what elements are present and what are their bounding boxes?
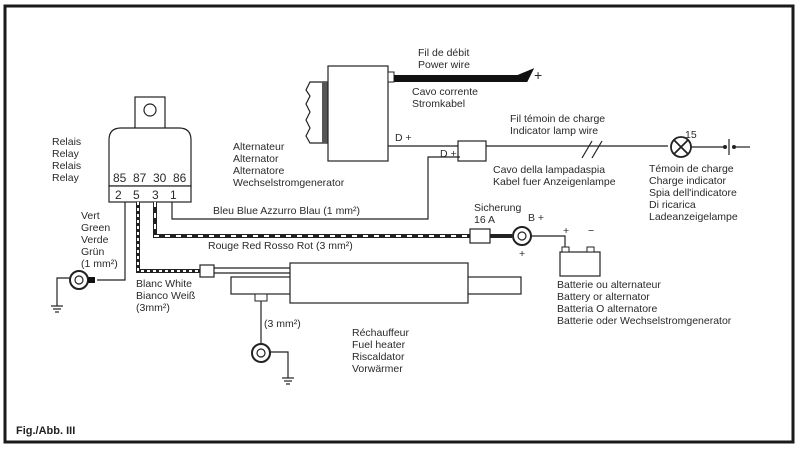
lamp-terminal-15: 15: [685, 129, 697, 141]
green-wire-label-de: Grün: [81, 246, 105, 258]
heater-label-de: Vorwärmer: [352, 363, 403, 375]
b-plus-stud-center: [517, 231, 527, 241]
wire-break-mark-2: [591, 140, 603, 159]
green-wire-label-it: Verde: [81, 234, 109, 246]
relay-label-en: Relay: [52, 148, 80, 160]
heater-ground-lug: [254, 293, 268, 302]
power-wire-label-de: Stromkabel: [412, 98, 465, 110]
heater-stud-ground-wire: [270, 351, 289, 378]
alternator-label-it: Alternatore: [233, 165, 285, 177]
relay-terminal-85: 85: [113, 171, 127, 185]
fuse-rating: 16 A: [474, 214, 495, 226]
indicator-wire-label-it: Cavo della lampadaspia: [493, 164, 605, 176]
alternator-pulley-hatch: [322, 82, 328, 143]
heater-ground-stud: [251, 343, 271, 363]
green-wire-gauge: (1 mm²): [81, 258, 118, 270]
figure-border: [3, 4, 795, 444]
battery-label-en: Battery or alternator: [557, 291, 650, 303]
b-plus-label: B +: [528, 212, 544, 224]
battery-label-de: Batterie oder Wechselstromgenerator: [557, 315, 732, 327]
white-wire-label-fr-en: Blanc White: [136, 278, 192, 290]
relay-mounting-tab: [134, 96, 166, 130]
green-ground-stud: [69, 270, 89, 290]
fuel-heater: [230, 262, 522, 304]
lamp-label-en: Charge indicator: [649, 175, 727, 187]
power-wire-label-en: Power wire: [418, 59, 470, 71]
battery-label-it: Batteria O alternatore: [557, 303, 658, 315]
relay-mounting-hole: [143, 103, 157, 117]
relay-pin-1: 1: [170, 188, 177, 202]
white-wire-label-it-de: Bianco Weiß: [136, 290, 195, 302]
relay-pin-2: 2: [115, 188, 122, 202]
figure-caption: Fig./Abb. III: [16, 425, 75, 437]
b-plus-stud: [512, 226, 532, 246]
wire-break-mark-1: [581, 140, 593, 159]
alternator-output-stud: [387, 71, 395, 83]
alternator-terminal-d-plus: D +: [395, 132, 412, 144]
relay-terminal-87: 87: [133, 171, 147, 185]
relay-pin-3: 3: [152, 188, 159, 202]
alternator-label-de: Wechselstromgenerator: [233, 177, 345, 189]
green-ground-stud-center: [74, 275, 84, 285]
power-wire-label-fr: Fil de débit: [418, 47, 469, 59]
blue-wire: [171, 156, 460, 220]
power-wire-label-it: Cavo corrente: [412, 86, 478, 98]
battery-label-fr: Batterie ou alternateur: [557, 279, 661, 291]
power-wire: [394, 68, 535, 82]
b-plus-stud-polarity: +: [519, 248, 525, 260]
relay: 85 87 30 86 2 5 3 1: [108, 96, 192, 203]
indicator-wire-label-fr: Fil témoin de charge: [510, 113, 605, 125]
relay-body: [108, 127, 192, 187]
relay-pin-5: 5: [133, 188, 140, 202]
lamp-label-fr: Témoin de charge: [649, 163, 734, 175]
battery: [559, 251, 601, 277]
fuse: [469, 228, 491, 244]
alternator: [305, 65, 395, 162]
green-wire: [97, 202, 126, 281]
battery-terminal-plus: [561, 246, 570, 253]
heater-label-it: Riscaldator: [352, 351, 405, 363]
alternator-body: [327, 65, 389, 162]
ground-symbol-icon: [282, 377, 294, 385]
battery-plus-sign: +: [563, 225, 569, 237]
relay-terminal-strip: [108, 185, 192, 203]
battery-terminal-minus: [586, 246, 595, 253]
power-wire-polarity: +: [534, 67, 542, 83]
green-wire-label-fr: Vert: [81, 210, 100, 222]
green-ground-wire: [56, 277, 70, 306]
lamp-label-it2: Di ricarica: [649, 199, 696, 211]
ground-symbol-icon: [51, 305, 63, 313]
relay-terminal-86: 86: [173, 171, 187, 185]
green-wire-label-en: Green: [81, 222, 110, 234]
indicator-wire-label-en: Indicator lamp wire: [510, 125, 598, 137]
heater-ground-gauge: (3 mm²): [264, 318, 301, 330]
heater-ground-stud-center: [256, 348, 266, 358]
relay-label-de: Relais: [52, 160, 81, 172]
indicator-wire-label-de: Kabel fuer Anzeigenlampe: [493, 176, 616, 188]
heater-label-en: Fuel heater: [352, 339, 406, 351]
stud-to-battery-wire: [531, 235, 566, 250]
red-wire-dash: [154, 202, 470, 237]
heater-label-fr: Réchauffeur: [352, 327, 410, 339]
relay-terminal-30: 30: [153, 171, 167, 185]
lamp-label-it: Spia dell'indicatore: [649, 187, 737, 199]
white-wire-connector: [199, 264, 215, 278]
blue-wire-label: Bleu Blue Azzurro Blau (1 mm²): [213, 205, 360, 217]
lamp-label-de: Ladeanzeigelampe: [649, 211, 738, 223]
fuse-label: Sicherung: [474, 202, 521, 214]
alternator-label-en: Alternator: [233, 153, 279, 165]
switch-contact-left: [723, 145, 727, 149]
white-wire-gauge: (3mm²): [136, 302, 170, 314]
battery-minus-sign: −: [588, 225, 594, 237]
connector-label-d-plus: D +: [440, 148, 457, 160]
relay-label-en2: Relay: [52, 172, 80, 184]
fuel-heater-body: [289, 262, 469, 304]
relay-label-fr: Relais: [52, 136, 81, 148]
alternator-label-fr: Alternateur: [233, 141, 285, 153]
green-wire-lug: [88, 277, 95, 283]
red-wire-label: Rouge Red Rosso Rot (3 mm²): [208, 240, 353, 252]
d-plus-connector: [457, 140, 487, 162]
white-wire-hatch: [137, 202, 200, 272]
